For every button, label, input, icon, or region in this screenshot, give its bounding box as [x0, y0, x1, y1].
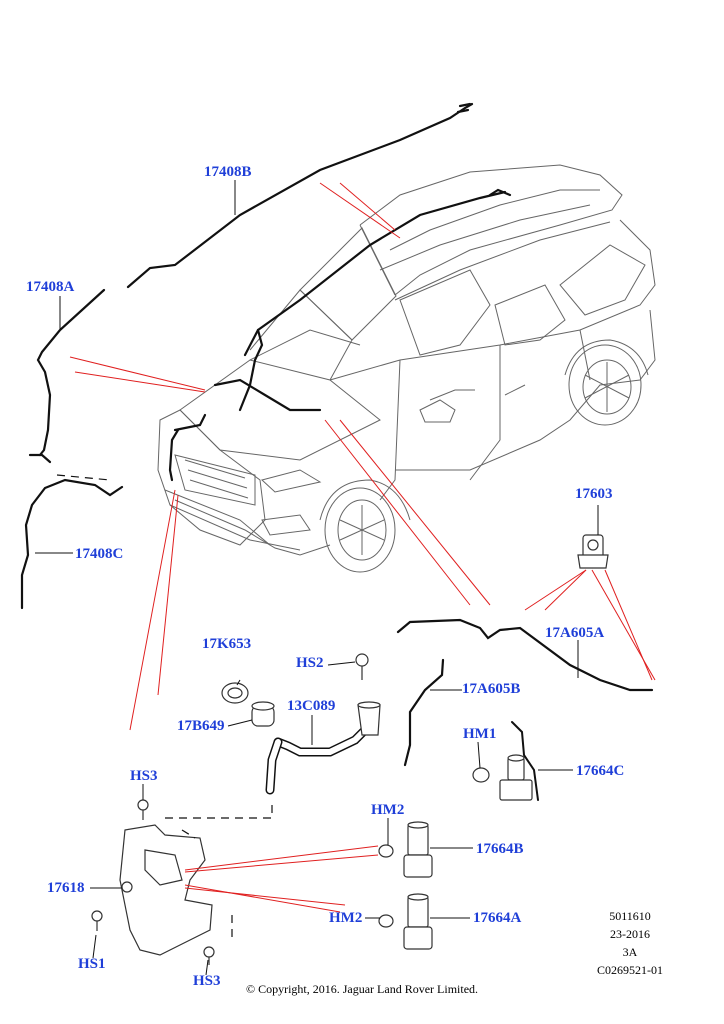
ref-date: 23-2016 [610, 927, 650, 941]
ref-section: 3A [622, 945, 638, 959]
part-label-hm1: HM1 [463, 726, 497, 742]
part-label-hm2-bottom: HM2 [329, 910, 363, 926]
tick-leaders [35, 180, 599, 976]
washer-hoses [20, 102, 654, 801]
part-label-hs1: HS1 [78, 956, 106, 972]
part-label-hs3-bottom: HS3 [193, 973, 221, 989]
part-label-17664a: 17664A [473, 910, 522, 926]
part-label-17b649: 17B649 [177, 718, 225, 734]
part-label-hs3-top: HS3 [130, 768, 158, 784]
part-label-17k653: 17K653 [202, 636, 252, 652]
part-label-17603: 17603 [575, 486, 613, 502]
ref-code: C0269521-01 [597, 963, 663, 977]
ref-number: 5011610 [609, 909, 651, 923]
part-label-17408b: 17408B [204, 164, 252, 180]
part-label-17a605b: 17A605B [462, 681, 521, 697]
part-label-13c089: 13C089 [287, 698, 336, 714]
dashed-links [56, 474, 273, 940]
part-label-17408c: 17408C [75, 546, 124, 562]
part-label-17a605a: 17A605A [545, 625, 605, 641]
copyright-text: © Copyright, 2016. Jaguar Land Rover Lim… [245, 982, 479, 996]
components [91, 534, 609, 965]
leader-lines [69, 182, 656, 913]
part-label-hm2-top: HM2 [371, 802, 405, 818]
vehicle-outline [157, 164, 656, 573]
part-label-hs2: HS2 [296, 655, 324, 671]
part-label-17664b: 17664B [476, 841, 524, 857]
part-label-17618: 17618 [47, 880, 85, 896]
part-label-17408a: 17408A [26, 279, 75, 295]
part-label-17664c: 17664C [576, 763, 625, 779]
